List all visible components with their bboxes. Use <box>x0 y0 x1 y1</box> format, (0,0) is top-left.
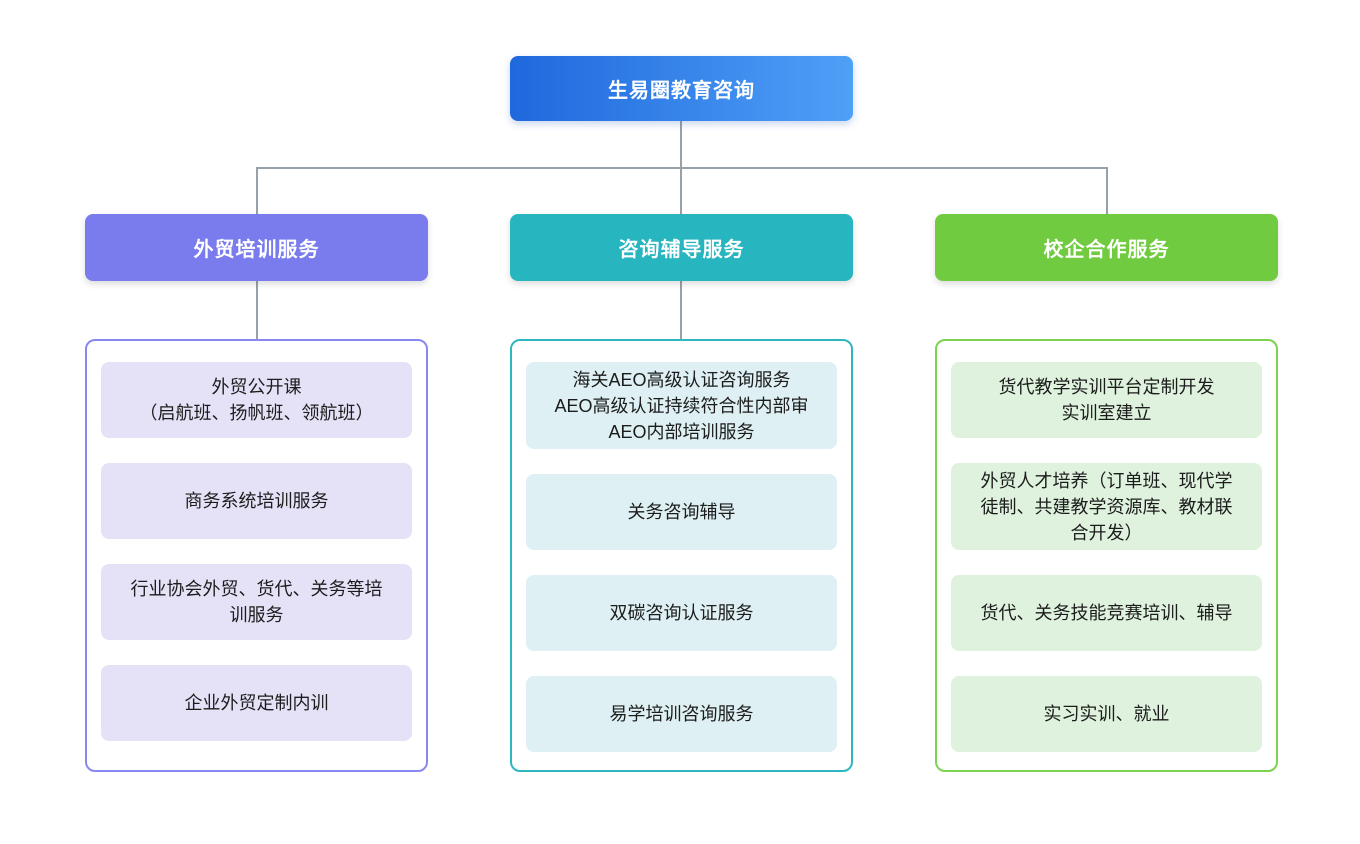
branch-header-label: 外贸培训服务 <box>193 239 320 261</box>
root-node-label: 生易圈教育咨询 <box>608 80 755 102</box>
connector-branch2-drop <box>1106 167 1108 214</box>
leaf-node: 商务系统培训服务 <box>101 463 412 539</box>
connector-branch0-panel <box>256 281 258 339</box>
leaf-node: 易学培训咨询服务 <box>526 676 837 752</box>
branch-header-foreign-trade-training: 外贸培训服务 <box>85 214 428 281</box>
branch-panel-foreign-trade-training: 外贸公开课 （启航班、扬帆班、领航班） 商务系统培训服务 行业协会外贸、货代、关… <box>85 339 428 772</box>
leaf-node: 双碳咨询认证服务 <box>526 575 837 651</box>
leaf-node: 关务咨询辅导 <box>526 474 837 550</box>
leaf-node: 实习实训、就业 <box>951 676 1262 752</box>
branch-header-school-enterprise: 校企合作服务 <box>935 214 1278 281</box>
leaf-node: 货代教学实训平台定制开发 实训室建立 <box>951 362 1262 438</box>
connector-horizontal-rail <box>256 167 1107 169</box>
leaf-node: 货代、关务技能竞赛培训、辅导 <box>951 575 1262 651</box>
branch-panel-school-enterprise: 货代教学实训平台定制开发 实训室建立 外贸人才培养（订单班、现代学徒制、共建教学… <box>935 339 1278 772</box>
leaf-node: 企业外贸定制内训 <box>101 665 412 741</box>
leaf-node: 外贸人才培养（订单班、现代学徒制、共建教学资源库、教材联合开发） <box>951 463 1262 550</box>
leaf-node: 外贸公开课 （启航班、扬帆班、领航班） <box>101 362 412 438</box>
connector-branch1-drop <box>680 167 682 214</box>
root-node: 生易圈教育咨询 <box>510 56 853 121</box>
connector-root-vertical <box>680 121 682 167</box>
branch-header-label: 咨询辅导服务 <box>618 239 745 261</box>
connector-branch0-drop <box>256 167 258 214</box>
branch-panel-consulting-coaching: 海关AEO高级认证咨询服务 AEO高级认证持续符合性内部审 AEO内部培训服务 … <box>510 339 853 772</box>
connector-branch1-panel <box>680 281 682 339</box>
leaf-node: 海关AEO高级认证咨询服务 AEO高级认证持续符合性内部审 AEO内部培训服务 <box>526 362 837 449</box>
leaf-node: 行业协会外贸、货代、关务等培训服务 <box>101 564 412 640</box>
branch-header-label: 校企合作服务 <box>1043 239 1170 261</box>
branch-header-consulting-coaching: 咨询辅导服务 <box>510 214 853 281</box>
